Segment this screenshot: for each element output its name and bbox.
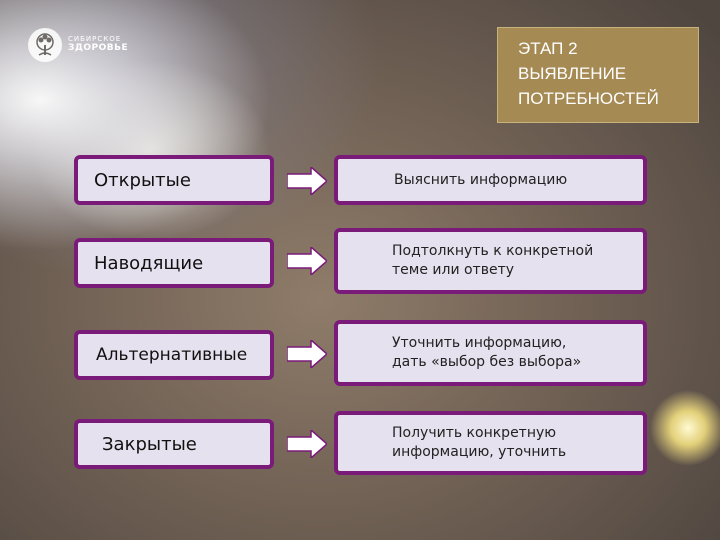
goal-line-2: дать «выбор без выбора» [392,354,582,370]
goal-line-1: Уточнить информацию, [392,335,567,351]
question-goal-text: Получить конкретную информацию, уточнить [392,424,566,462]
question-type-label: Закрытые [102,433,197,455]
stage-title-box: ЭТАП 2 ВЫЯВЛЕНИЕ ПОТРЕБНОСТЕЙ [497,27,699,123]
question-type-closed: Закрытые [74,419,274,469]
question-type-alternative: Альтернативные [74,330,274,380]
arrow-right-icon [287,340,327,368]
goal-line-1: Получить конкретную [392,425,557,441]
question-goal-text: Подтолкнуть к конкретной теме или ответу [392,242,593,280]
arrow-right-icon [287,430,327,458]
question-goal-closed: Получить конкретную информацию, уточнить [334,411,647,475]
stage-title-line-1: ВЫЯВЛЕНИЕ [518,64,627,83]
question-goal-open: Выяснить информацию [334,155,647,205]
logo: СИБИРСКОЕ ЗДОРОВЬЕ [28,28,128,62]
logo-line-2: ЗДОРОВЬЕ [68,42,129,53]
question-type-label: Альтернативные [96,345,248,365]
arrow-right-icon [287,247,327,275]
question-goal-leading: Подтолкнуть к конкретной теме или ответу [334,228,647,294]
question-goal-text: Уточнить информацию, дать «выбор без выб… [392,334,581,372]
goal-line-2: информацию, уточнить [392,444,567,460]
stage-title-line-2: ПОТРЕБНОСТЕЙ [518,89,659,108]
question-type-open: Открытые [74,155,274,205]
question-goal-text: Выяснить информацию [394,171,568,188]
logo-line-1: СИБИРСКОЕ [68,35,122,44]
goal-line-2: теме или ответу [392,262,515,278]
logo-text: СИБИРСКОЕ ЗДОРОВЬЕ [68,36,128,54]
tree-icon [28,28,62,62]
question-type-leading: Наводящие [74,238,274,288]
question-goal-alternative: Уточнить информацию, дать «выбор без выб… [334,320,647,386]
stage-number: ЭТАП 2 [518,39,578,58]
question-type-label: Наводящие [94,252,204,274]
arrow-right-icon [287,167,327,195]
goal-line-1: Подтолкнуть к конкретной [392,243,594,259]
question-type-label: Открытые [94,169,191,191]
